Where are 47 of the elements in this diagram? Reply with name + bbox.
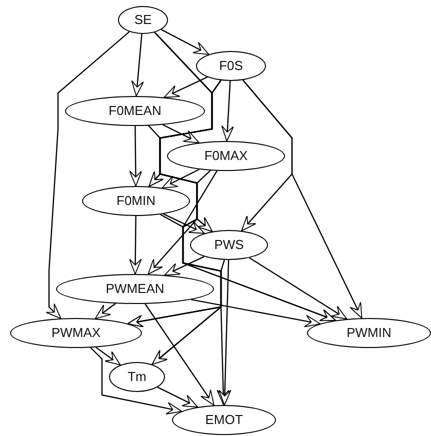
node-label: F0S: [218, 59, 244, 73]
arrow: [161, 29, 210, 55]
node-label: F0MEAN: [108, 104, 162, 118]
node-label: PWS: [213, 238, 245, 252]
ellipse-node: [172, 405, 276, 435]
arrow: [164, 76, 208, 98]
arrow: [249, 257, 348, 320]
ellipse-node: [167, 141, 285, 171]
arrow: [221, 80, 234, 142]
arrow: [90, 347, 182, 415]
ellipse-node: [109, 362, 165, 392]
ellipse-node: [56, 274, 214, 304]
arrow: [163, 213, 205, 234]
arrow: [129, 126, 142, 186]
arrow: [162, 124, 200, 144]
arrow: [45, 31, 130, 319]
node-label: EMOT: [204, 413, 244, 427]
arrow: [157, 386, 198, 408]
node-label: PWMAX: [50, 326, 102, 340]
arrow: [131, 34, 144, 96]
ellipse-node: [82, 186, 190, 216]
arrow: [218, 260, 232, 406]
ellipse-node: [190, 230, 268, 260]
ellipse-node: [10, 318, 142, 348]
arrow: [144, 304, 214, 406]
ellipse-node: [65, 96, 205, 126]
ellipse-node: [307, 318, 431, 348]
arrow: [160, 214, 336, 322]
arrow: [191, 298, 320, 328]
node-label: PWMIN: [346, 326, 392, 340]
arrow: [162, 168, 200, 188]
arrow: [128, 216, 142, 274]
node-label: F0MAX: [203, 149, 249, 163]
ellipse-node: [118, 6, 168, 34]
arrow: [154, 32, 230, 406]
arrow: [164, 256, 204, 276]
arrow: [95, 346, 121, 366]
node-label: Tm: [126, 370, 148, 384]
node-label: SE: [133, 13, 153, 27]
arrow: [148, 125, 213, 232]
arrow: [242, 80, 362, 319]
arrow: [127, 260, 225, 328]
ellipse-node: [196, 51, 266, 81]
arrow: [152, 170, 222, 365]
node-label: PWMEAN: [104, 282, 166, 296]
arrow: [94, 303, 116, 320]
node-label: F0MIN: [116, 194, 156, 208]
